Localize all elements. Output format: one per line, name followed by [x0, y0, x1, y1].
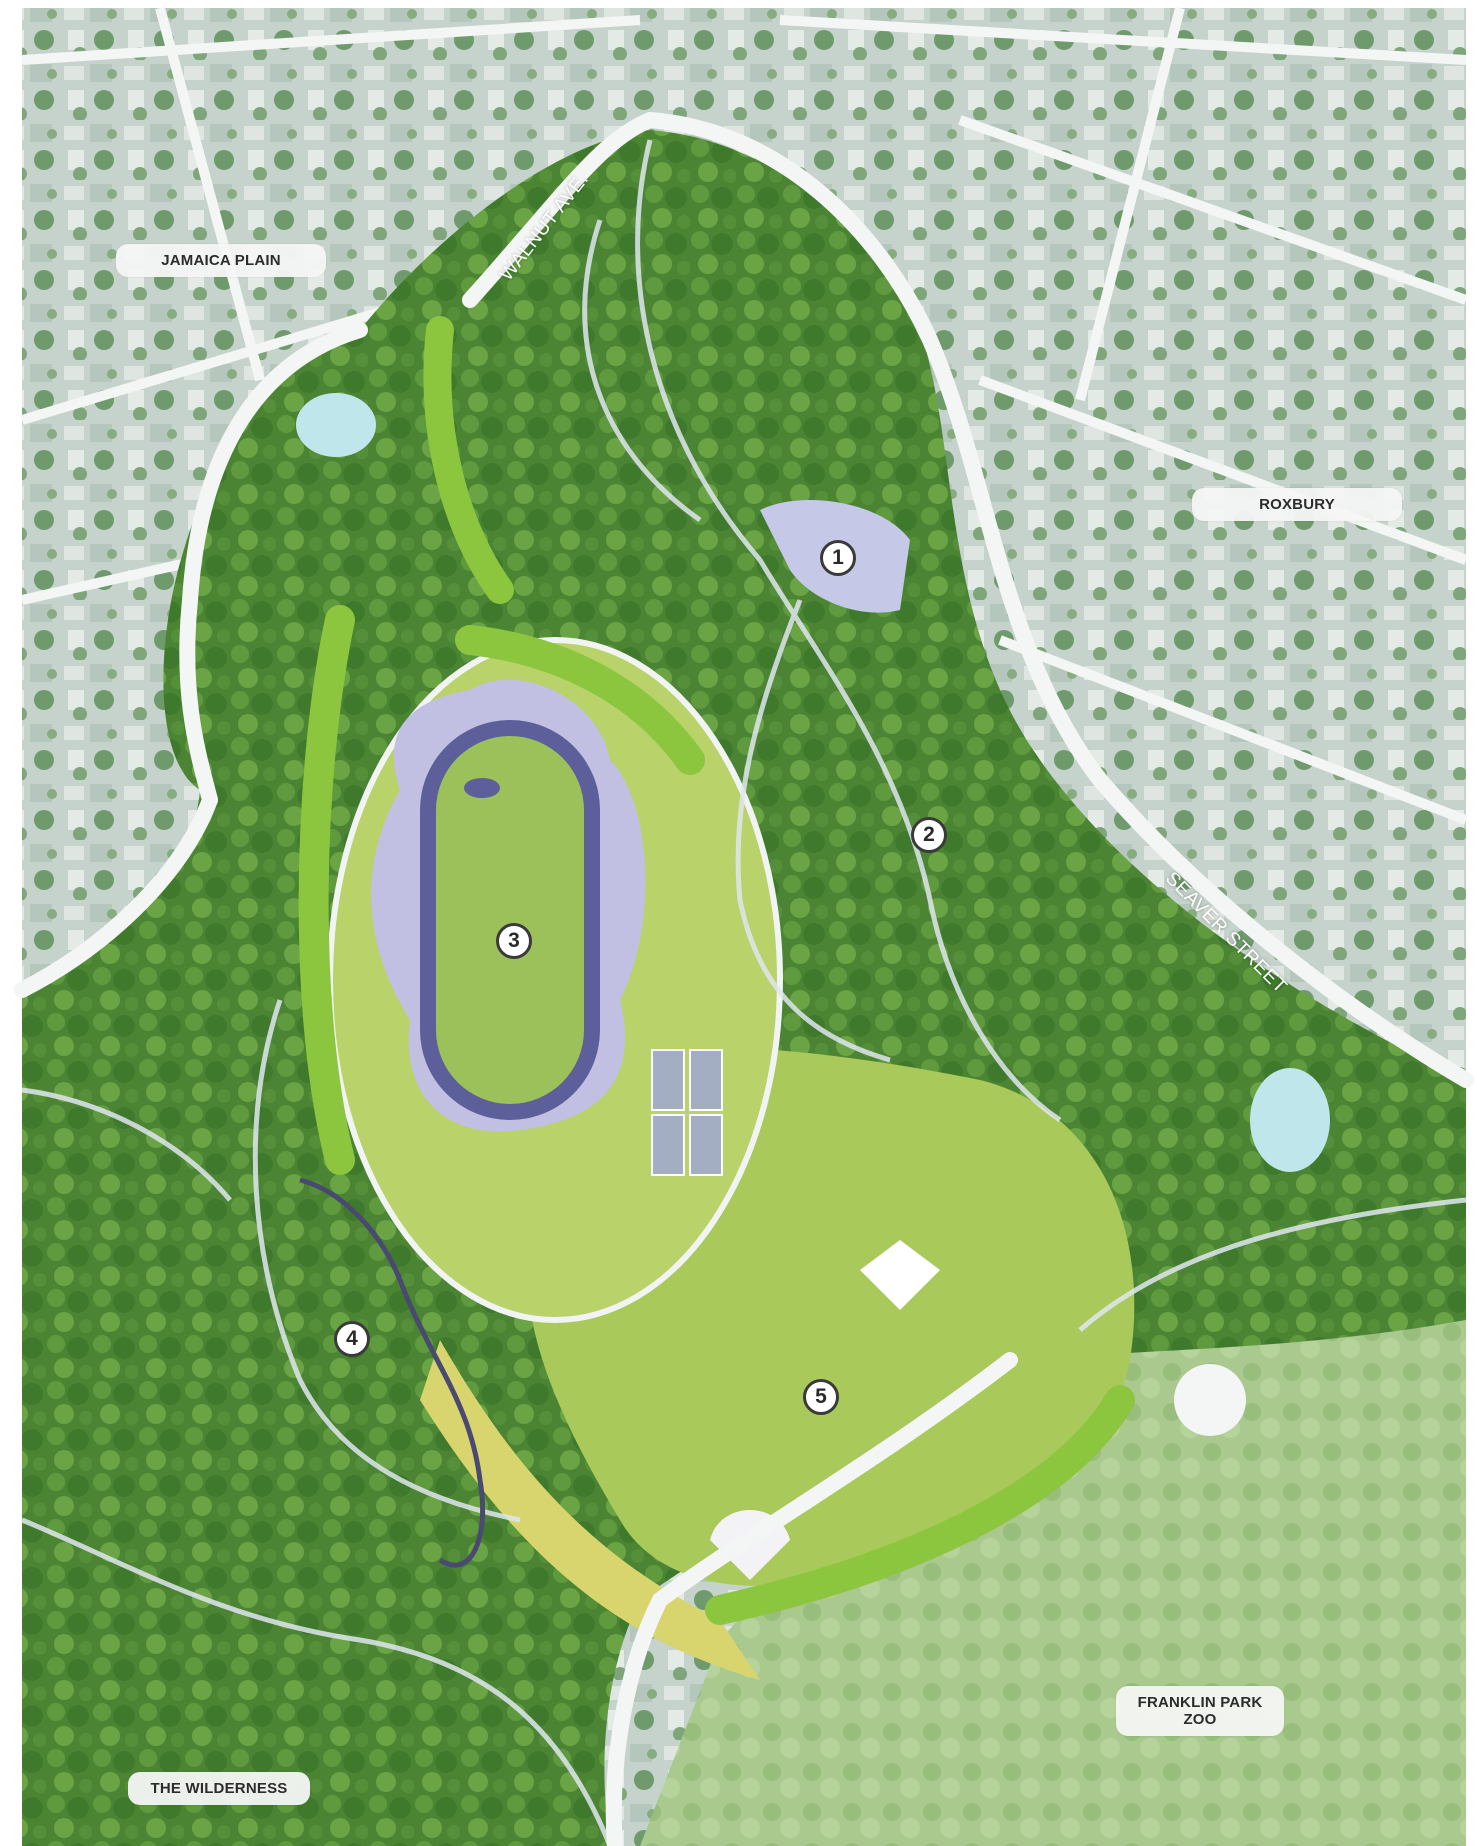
marker-2[interactable]: 2	[911, 817, 947, 853]
park-paths	[21, 139, 1467, 1846]
roxbury-label: ROXBURY	[1192, 488, 1402, 521]
tree-row	[298, 605, 355, 1175]
marker-5[interactable]: 5	[803, 1379, 839, 1415]
baseball-diamond	[860, 1240, 940, 1310]
roundabout	[1174, 1364, 1246, 1436]
marker-4[interactable]: 4	[334, 1321, 370, 1357]
stream	[299, 1177, 486, 1568]
field	[436, 736, 584, 1104]
the-wilderness-label: THE WILDERNESS	[128, 1772, 310, 1805]
pond	[296, 393, 376, 457]
stadium	[371, 679, 646, 1132]
pond-east	[1250, 1068, 1330, 1172]
jamaica-plain-label: JAMAICA PLAIN	[116, 244, 326, 277]
perimeter-roads	[14, 112, 1474, 1846]
tennis-courts	[651, 1049, 723, 1176]
marker-3[interactable]: 3	[496, 923, 532, 959]
franklin-park-zoo-label: FRANKLIN PARK ZOO	[1116, 1686, 1284, 1736]
marker-1[interactable]: 1	[820, 540, 856, 576]
zoo-area	[640, 1200, 1466, 1846]
meadow	[420, 1340, 760, 1680]
